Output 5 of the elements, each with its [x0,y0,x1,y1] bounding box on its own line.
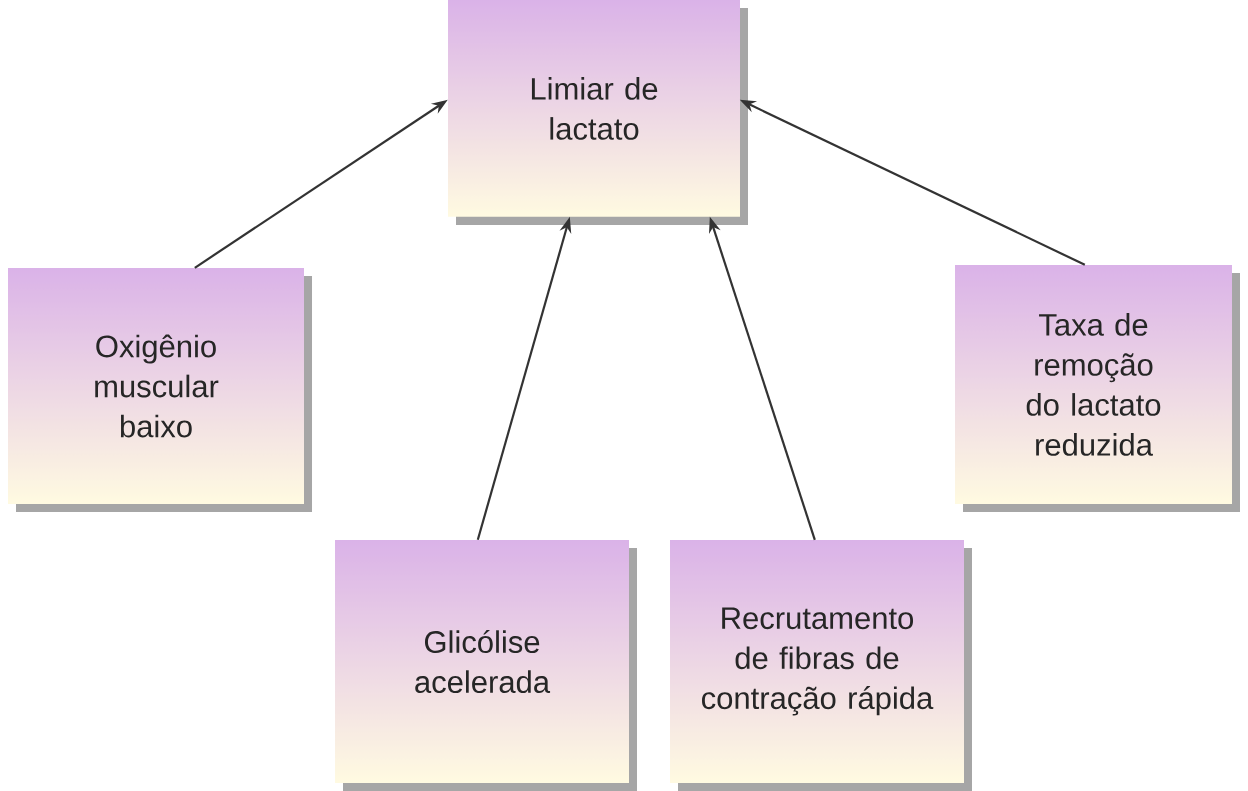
process-box: Limiar de lactato [448,0,748,225]
process-box: Oxigênio muscular baixo [8,268,312,512]
process-box: Taxa de remoção do lactato reduzida [955,265,1240,512]
process-box: Recrutamento de fibras de contração rápida [670,540,972,791]
process-box: Glicólise acelerada [335,540,637,791]
